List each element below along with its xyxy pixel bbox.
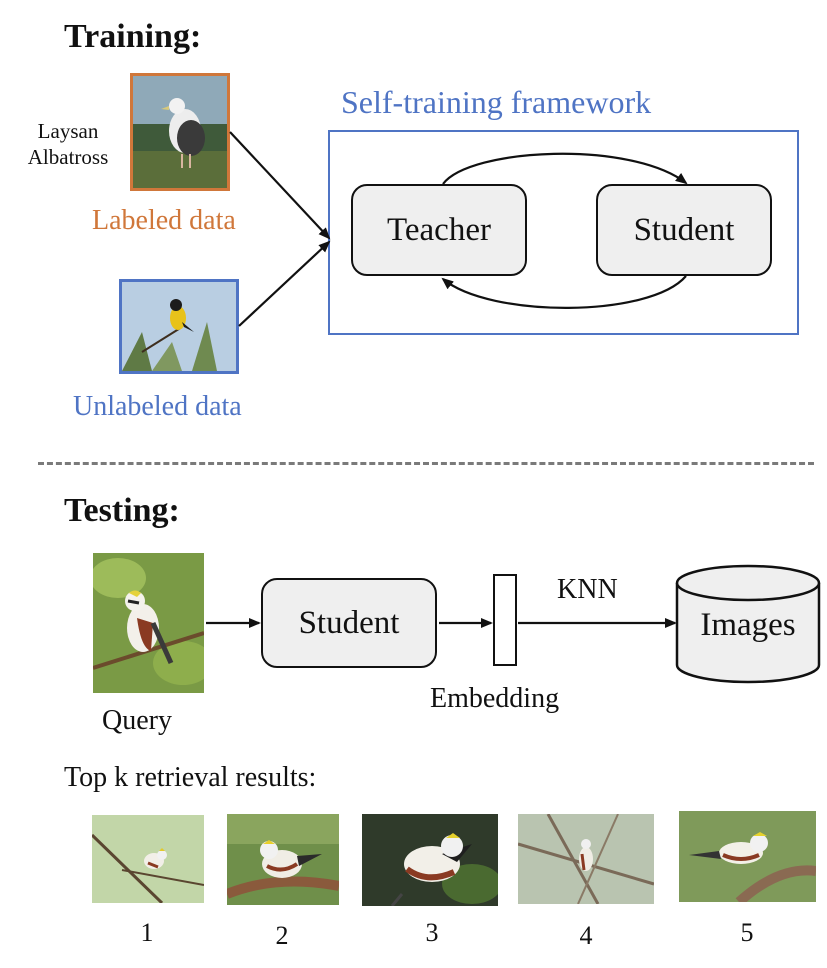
testing-heading: Testing: — [64, 492, 180, 529]
unlabeled-to-framework-arrow — [238, 240, 331, 327]
framework-title: Self-training framework — [341, 84, 652, 120]
embedding-caption: Embedding — [430, 683, 560, 714]
result-image-1 — [92, 815, 204, 903]
unlabeled-data-caption: Unlabeled data — [73, 391, 242, 422]
labeled-data-caption: Labeled data — [92, 205, 236, 236]
student-label-training: Student — [633, 211, 735, 248]
student-box-training: Student — [596, 184, 772, 276]
result-number-5: 5 — [740, 918, 754, 947]
result-number-4: 4 — [579, 921, 593, 950]
result-image-5 — [679, 811, 816, 902]
student-label-testing: Student — [298, 604, 400, 641]
labeled-to-framework-arrow — [229, 131, 331, 240]
result-image-3 — [362, 814, 498, 906]
species-label-line1: Laysan — [37, 119, 99, 143]
student-box-testing: Student — [261, 578, 437, 668]
embedding-vector — [493, 574, 517, 666]
section-divider — [38, 462, 814, 465]
result-image-2 — [227, 814, 339, 905]
species-label: Laysan Albatross — [22, 118, 114, 170]
teacher-box: Teacher — [351, 184, 527, 276]
images-database: Images — [675, 563, 823, 685]
query-caption: Query — [102, 705, 172, 736]
query-image — [93, 553, 204, 693]
training-heading: Training: — [64, 18, 202, 55]
result-number-2: 2 — [275, 921, 289, 950]
labeled-image — [130, 73, 230, 191]
result-number-1: 1 — [140, 918, 154, 947]
result-number-3: 3 — [425, 918, 439, 947]
results-caption: Top k retrieval results: — [64, 762, 317, 793]
species-label-line2: Albatross — [27, 145, 109, 169]
knn-label: KNN — [557, 574, 618, 605]
database-label: Images — [700, 607, 796, 643]
teacher-label: Teacher — [387, 211, 491, 248]
result-image-4 — [518, 814, 654, 904]
unlabeled-image — [119, 279, 239, 374]
